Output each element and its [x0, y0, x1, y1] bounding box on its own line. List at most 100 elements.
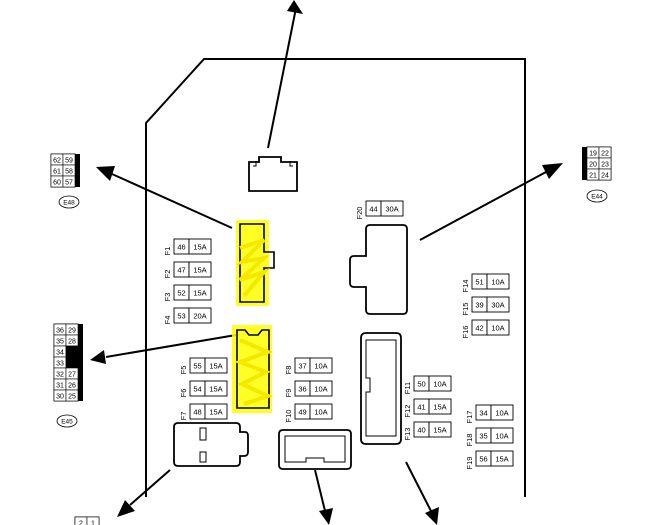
pin-number: 24 [601, 173, 609, 180]
fuse-name: F19 [465, 457, 474, 470]
fuse-f4: F4 53 20A [163, 307, 212, 325]
fuse-name: F6 [179, 389, 188, 398]
fuse-box-outline [145, 58, 526, 497]
arrow-bottom-center [314, 469, 333, 525]
fuse-f11: F11 50 10A [403, 375, 452, 394]
connector-id-badge [56, 414, 78, 428]
connector-f20 [349, 224, 408, 315]
fuse-name: F2 [163, 270, 172, 279]
fuse-rating: 15A [209, 408, 222, 417]
fuse-f15: F15 39 30A [461, 296, 510, 316]
arrow-top [267, 0, 303, 149]
fuse-pin: 35 [479, 432, 487, 441]
fuse-pin: 34 [479, 409, 487, 418]
connector-id-badge [58, 195, 80, 209]
fuse-rating: 15A [495, 455, 508, 464]
fuse-name: F1 [163, 247, 172, 256]
fuse-name: F10 [284, 410, 293, 423]
pin-number: 35 [56, 339, 64, 346]
connector-bottom-center [278, 429, 352, 470]
fuse-pin: 51 [475, 278, 483, 287]
relay-upper [236, 220, 275, 306]
fuse-name: F16 [461, 326, 470, 339]
fuse-f9: F9 36 10A [284, 380, 333, 398]
pin-number: 34 [56, 350, 64, 357]
fuse-name: F13 [403, 428, 412, 441]
pin-number: 25 [68, 394, 76, 401]
fuse-f16: F16 42 10A [461, 319, 510, 339]
pin-number: 36 [56, 328, 64, 335]
fuse-pin: 52 [177, 289, 185, 298]
fuse-name: F18 [465, 434, 474, 447]
fuse-rating: 10A [433, 380, 446, 389]
fuse-pin: 56 [479, 455, 487, 464]
pin-number: 60 [53, 180, 61, 187]
fuse-name: F11 [403, 382, 412, 394]
pin-number: 27 [68, 372, 76, 379]
fuse-pin: 39 [475, 301, 483, 310]
fuse-name: F14 [461, 280, 470, 293]
fuse-rating: 15A [209, 362, 222, 371]
fuse-pin: 41 [417, 403, 425, 412]
fuse-rating: 10A [491, 278, 504, 287]
fuse-name: F8 [284, 366, 293, 375]
fuse-rating: 10A [314, 362, 327, 371]
fuse-rating: 10A [314, 385, 327, 394]
pin-number: 33 [56, 361, 64, 368]
pin-number: 61 [53, 169, 61, 176]
fuse-name: F4 [163, 316, 172, 325]
fuse-rating: 15A [209, 385, 222, 394]
pin-number: 32 [56, 372, 64, 379]
fuse-name: F9 [284, 389, 293, 398]
pin-number: 29 [68, 328, 76, 335]
fuse-pin: 48 [193, 408, 201, 417]
fuse-rating: 10A [491, 324, 504, 333]
fuse-rating: 15A [433, 426, 446, 435]
fuse-f8: F8 37 10A [284, 357, 333, 375]
fuse-f19: F19 56 15A [465, 450, 514, 470]
fuse-pin: 42 [475, 324, 483, 333]
connector-top [248, 156, 298, 192]
fuse-name: F5 [179, 366, 188, 375]
fuse-rating: 30A [491, 301, 504, 310]
pin-number: 57 [65, 180, 73, 187]
pin-number: 22 [601, 151, 609, 158]
fuse-rating: 20A [193, 312, 206, 321]
fuse-name: F15 [461, 303, 470, 316]
fuse-f14: F14 51 10A [461, 273, 510, 293]
pin-number: 21 [589, 173, 597, 180]
fuse-rating: 15A [433, 403, 446, 412]
fuse-rating: 10A [314, 408, 327, 417]
pin-number: 26 [68, 383, 76, 390]
fuse-pin: 37 [298, 362, 306, 371]
connector-bottom-left [173, 422, 249, 467]
fuse-rating: 15A [193, 243, 206, 252]
connector-id: E44 [591, 193, 603, 200]
pin-number: 58 [65, 169, 73, 176]
fuse-pin: 44 [369, 205, 377, 214]
relay-lower [232, 325, 274, 413]
arrow-bottom-right [405, 461, 439, 525]
fuse-pin: 50 [417, 380, 425, 389]
fuse-pin: 36 [298, 385, 306, 394]
fuse-pin: 53 [177, 312, 185, 321]
pin-number: 20 [589, 162, 597, 169]
pin-number: 62 [53, 158, 61, 165]
arrow-to-e44 [419, 163, 563, 241]
pin-number: 30 [56, 394, 64, 401]
connector-id: E45 [61, 418, 73, 425]
pin-number: 19 [589, 151, 597, 158]
